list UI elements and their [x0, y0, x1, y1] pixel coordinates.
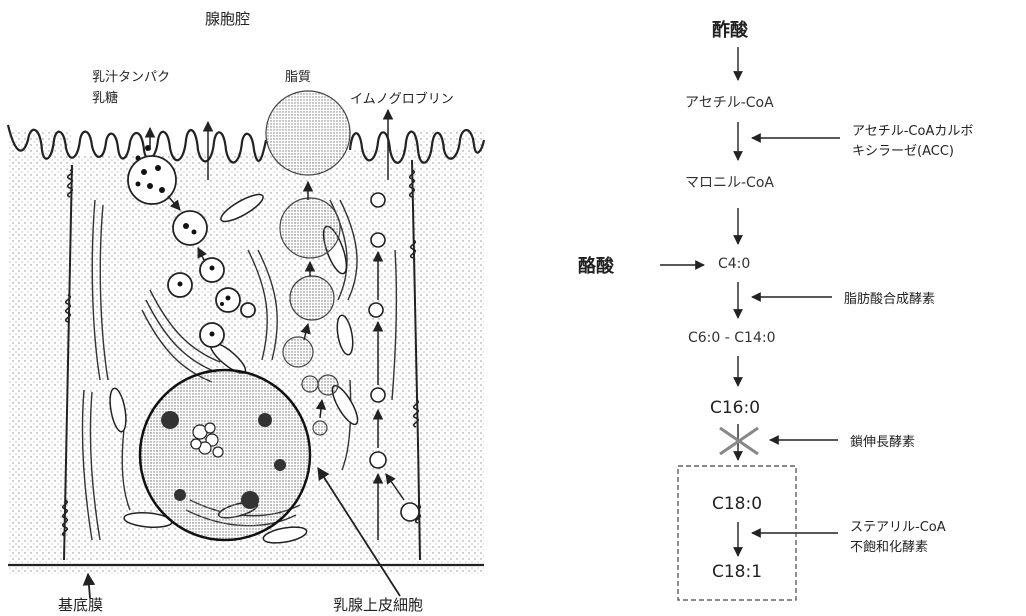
fas-enzyme-label: 脂肪酸合成酵素: [844, 288, 935, 307]
acc-enzyme-label-1: アセチル-CoAカルボ: [852, 120, 973, 139]
elongase-enzyme-label: 鎖伸長酵素: [850, 431, 915, 450]
acetate-label: 酢酸: [712, 16, 748, 42]
scd-enzyme-label-1: ステアリル-CoA: [850, 516, 946, 535]
c18-1-label: C18:1: [712, 562, 762, 582]
pathway-diagram: [660, 47, 840, 600]
neighbor-cell-right: [412, 130, 484, 570]
nucleus: [140, 370, 310, 540]
butyrate-label: 酪酸: [578, 252, 614, 278]
scd-enzyme-label-2: 不飽和化酵素: [850, 536, 928, 555]
basement-membrane-band: [8, 566, 484, 574]
neighbor-cell-left: [8, 130, 72, 570]
lumen-label: 腺胞腔: [205, 8, 250, 29]
inhibition-cross-icon: [720, 428, 758, 454]
immunoglobulin-label: イムノグロブリン: [350, 88, 454, 107]
lipid-label: 脂質: [285, 66, 311, 85]
c6-c14-label: C6:0 - C14:0: [688, 330, 775, 346]
acetyl-coa-label: アセチル-CoA: [685, 92, 774, 112]
malonyl-coa-label: マロニル-CoA: [685, 172, 774, 192]
c16-label: C16:0: [710, 398, 760, 418]
acc-enzyme-label-2: キシラーゼ(ACC): [852, 140, 954, 159]
epithelial-cell-label: 乳腺上皮細胞: [333, 594, 423, 615]
lactose-label: 乳糖: [92, 87, 118, 106]
milk-protein-label: 乳汁タンパク: [92, 66, 170, 85]
c4-label: C4:0: [718, 256, 750, 272]
c18-0-label: C18:0: [712, 494, 762, 514]
basement-membrane-label: 基底膜: [58, 594, 103, 615]
cell-diagram: [8, 91, 484, 598]
